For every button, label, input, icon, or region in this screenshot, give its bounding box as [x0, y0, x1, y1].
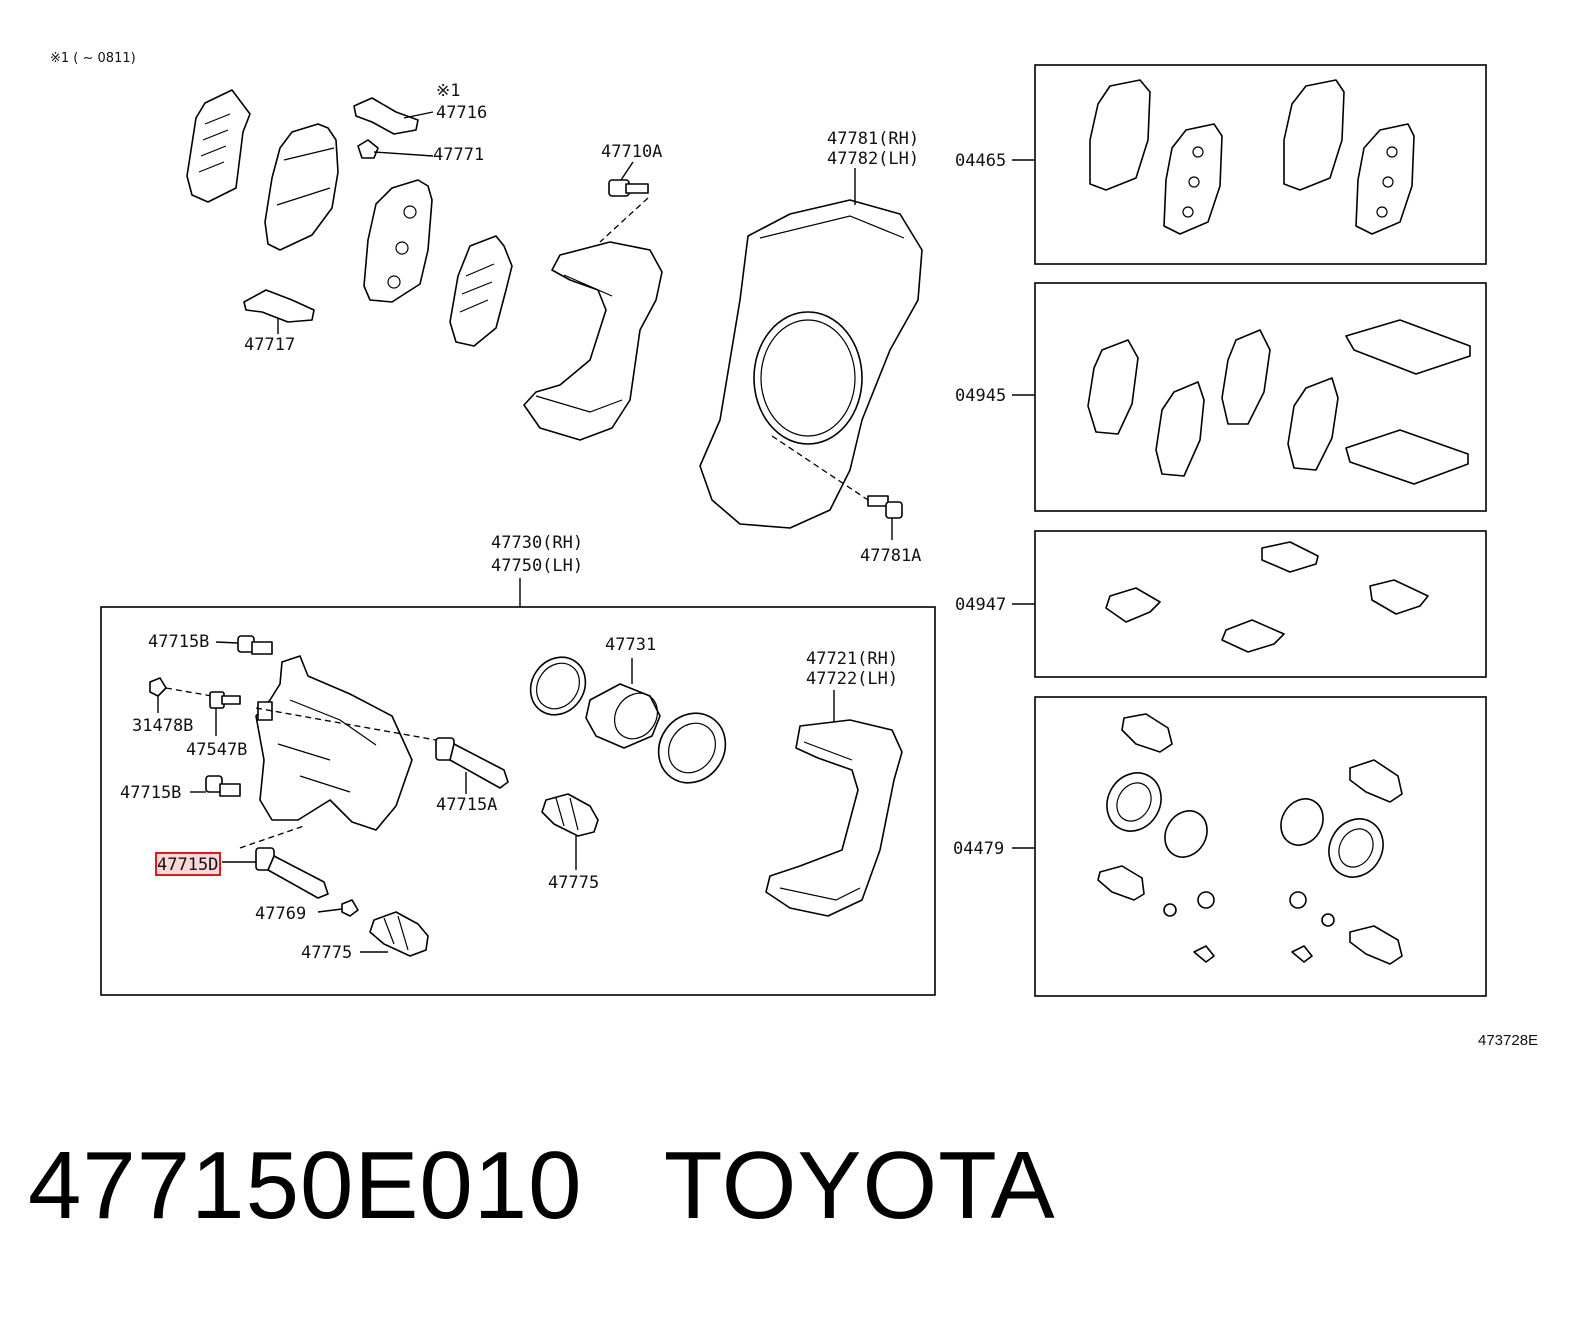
- callout-31478B: 31478B: [132, 716, 193, 736]
- bleeder-cap-31478B: [149, 677, 167, 697]
- pad-support-plate-47717: [243, 289, 315, 323]
- cylinder-piston-47731: [585, 683, 661, 749]
- disc-brake-dust-cover: [699, 199, 923, 529]
- callout-note1: ※1: [436, 81, 460, 101]
- part-caption: 477150E010 TOYOTA: [28, 1138, 1056, 1234]
- dust-cover-bolt-47781A: [867, 495, 903, 519]
- slide-pin-47715A: [435, 737, 509, 789]
- slide-bushing-47769: [341, 899, 359, 917]
- callout-04947: 04947: [955, 595, 1006, 615]
- callout-47775-bottom: 47775: [301, 943, 352, 963]
- kit-box-04945: [1034, 282, 1487, 512]
- pad-support-plate-47716: [353, 97, 419, 135]
- caliper-assembly-box: [100, 606, 936, 996]
- callout-47715A: 47715A: [436, 795, 497, 815]
- callout-47715B-top: 47715B: [148, 632, 209, 652]
- callout-47715B-mid: 47715B: [120, 783, 181, 803]
- kit-04945-shims: [1087, 319, 1471, 485]
- callout-47721: 47721(RH): [806, 649, 898, 669]
- bleeder-plug-47547B: [209, 691, 241, 709]
- callout-47722: 47722(LH): [806, 669, 898, 689]
- callout-47775-center: 47775: [548, 873, 599, 893]
- callout-47716: 47716: [436, 103, 487, 123]
- callout-04479: 04479: [953, 839, 1004, 859]
- kit-box-04465: [1034, 64, 1487, 265]
- brake-pad-outer: [264, 123, 339, 251]
- callout-47750: 47750(LH): [491, 556, 583, 576]
- callout-47547B: 47547B: [186, 740, 247, 760]
- callout-47731: 47731: [605, 635, 656, 655]
- callout-47710A: 47710A: [601, 142, 662, 162]
- slide-pin-47715D: [255, 847, 329, 899]
- torque-plate-47721: [765, 719, 903, 917]
- callout-47730: 47730(RH): [491, 533, 583, 553]
- kit-box-04479: [1034, 696, 1487, 997]
- pad-wear-indicator-47771: [357, 139, 379, 159]
- callout-47717: 47717: [244, 335, 295, 355]
- callout-47781A: 47781A: [860, 546, 921, 566]
- piston-seal-ring: [529, 656, 587, 716]
- brake-pad-inner: [363, 179, 433, 303]
- caliper-mounting-bracket: [523, 241, 663, 441]
- slide-bush-dust-boot-center: [541, 793, 599, 837]
- mounting-bolt-47710A: [608, 179, 649, 197]
- caption-brand: TOYOTA: [663, 1132, 1056, 1239]
- disc-brake-cylinder: [255, 655, 413, 831]
- kit-04479-seals: [1097, 713, 1403, 965]
- piston-boot: [657, 712, 727, 784]
- caption-part-number: 477150E010: [28, 1132, 583, 1239]
- callout-04945: 04945: [955, 386, 1006, 406]
- header-note: ※1 ( ~ 0811): [50, 51, 136, 66]
- slide-bush-dust-boot-bottom: [369, 911, 429, 957]
- kit-04947-plates: [1105, 541, 1429, 653]
- kit-04465-pads: [1089, 79, 1415, 235]
- anti-squeal-shim-outer: [186, 89, 251, 203]
- highlight-47715D: [155, 852, 221, 876]
- cylinder-bolt-47715B-top: [237, 635, 273, 655]
- callout-47769: 47769: [255, 904, 306, 924]
- callout-47771: 47771: [433, 145, 484, 165]
- callout-04465: 04465: [955, 151, 1006, 171]
- callout-47782: 47782(LH): [827, 149, 919, 169]
- callout-47715D: 47715D: [157, 855, 218, 875]
- callout-47781: 47781(RH): [827, 129, 919, 149]
- anti-squeal-shim-inner: [449, 235, 513, 347]
- cylinder-bolt-47715B-mid: [205, 775, 241, 797]
- diagram-reference-number: 473728E: [1478, 1032, 1538, 1049]
